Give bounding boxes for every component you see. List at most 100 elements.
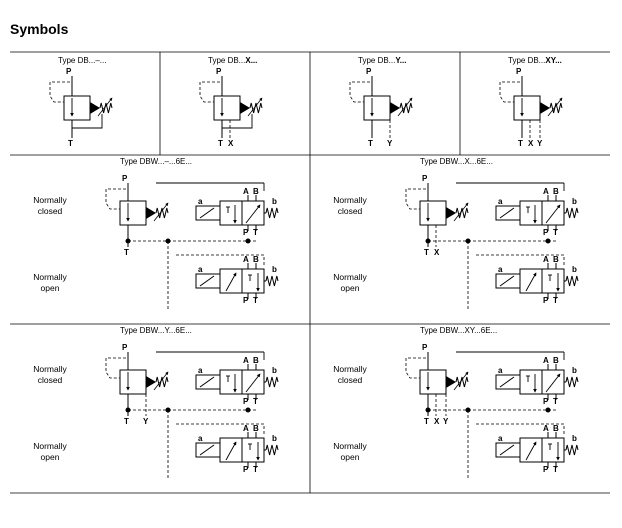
solenoid-a-label: a [198,197,203,206]
junction-dot [125,407,131,413]
junction-dot [125,238,131,244]
port-p-label: P [122,174,128,183]
port-a-label: A [543,255,549,264]
port-b-label: B [253,187,259,196]
port-y-label: Y [537,139,543,148]
port-x-label: X [528,139,534,148]
type-label: Type DBW...Y...6E... [120,326,192,335]
spool-box-a [519,268,543,294]
mode-label-closed: Normally [33,364,67,374]
junction-dot [245,407,251,413]
solenoid-a [495,205,521,221]
port-p-label: P [243,296,249,305]
port-p-label: P [543,228,549,237]
port-a-label: A [243,187,249,196]
mode-label-closed: closed [38,206,63,216]
mode-label-closed: closed [338,375,363,385]
spring-b-label: b [572,265,577,274]
port-p-label: P [543,465,549,474]
solenoid-a [195,205,221,221]
port-x-label: X [434,417,440,426]
port-b-label: B [253,255,259,264]
mode-label-closed: Normally [333,364,367,374]
valve-body [513,95,541,121]
port-p-label: P [516,67,522,76]
mode-label-open: open [341,283,360,293]
solenoid-a-label: a [498,366,503,375]
solenoid-a-label: a [198,366,203,375]
solenoid-a [495,442,521,458]
spool-box-b [541,268,565,294]
port-a-label: A [543,187,549,196]
spool-box-a [519,200,543,226]
spring-b-label: b [272,366,277,375]
spool-box-b [541,369,565,395]
port-x-label: X [228,139,234,148]
spring-b-label: b [272,265,277,274]
pilot-triangle [146,207,156,219]
port-p-label: P [422,174,428,183]
type-label: Type DBW...–...6E... [120,157,192,166]
type-label: Type DB...Y... [358,56,406,65]
port-b-label: B [553,424,559,433]
solenoid-a-label: a [498,265,503,274]
port-p-label: P [216,67,222,76]
port-y-label: Y [387,139,393,148]
port-t-label: T [253,397,258,406]
mode-label-closed: Normally [333,195,367,205]
port-y-label: Y [443,417,449,426]
junction-dot [245,238,251,244]
valve-body [419,369,447,395]
solenoid-a-label: a [498,197,503,206]
spool-box-b [541,437,565,463]
type-label: Type DBW...X...6E... [420,157,493,166]
solenoid-a [495,374,521,390]
spool-box-b [541,200,565,226]
type-label: Type DB...XY... [508,56,562,65]
table-grid [10,51,610,494]
valve-body [119,369,147,395]
port-t-label: T [253,296,258,305]
spool-box-b [241,437,265,463]
port-b-label: B [553,356,559,365]
port-a-label: A [543,356,549,365]
pilot-triangle [446,376,456,388]
junction-dot [425,238,431,244]
spring-b-label: b [272,197,277,206]
port-p-label: P [243,228,249,237]
valve-body [363,95,391,121]
port-p-label: P [543,296,549,305]
spool-box-a [219,437,243,463]
port-a-label: A [543,424,549,433]
mode-label-closed: closed [338,206,363,216]
type-label: Type DB...–... [58,56,106,65]
valve-body [213,95,241,121]
mode-label-open: open [341,452,360,462]
pilot-triangle [446,207,456,219]
spool-box-a [219,200,243,226]
spool-box-b [241,369,265,395]
valve-body [119,200,147,226]
port-b-label: B [253,356,259,365]
mode-label-open: Normally [33,272,67,282]
solenoid-a [195,273,221,289]
spool-box-b [241,200,265,226]
port-p-label: P [122,343,128,352]
mode-label-open: Normally [333,272,367,282]
pilot-triangle [240,102,250,114]
port-y-label: Y [143,417,149,426]
port-t-label: T [218,139,223,148]
pilot-triangle [390,102,400,114]
pilot-triangle [540,102,550,114]
port-p-label: P [543,397,549,406]
junction-dot [545,407,551,413]
port-t-label: T [553,228,558,237]
port-p-label: P [422,343,428,352]
pilot-triangle [90,102,100,114]
port-t-label: T [424,417,429,426]
spool-box-a [219,268,243,294]
dbw-symbol-1: Type DBW...X...6E...NormallyclosedNormal… [333,157,579,310]
